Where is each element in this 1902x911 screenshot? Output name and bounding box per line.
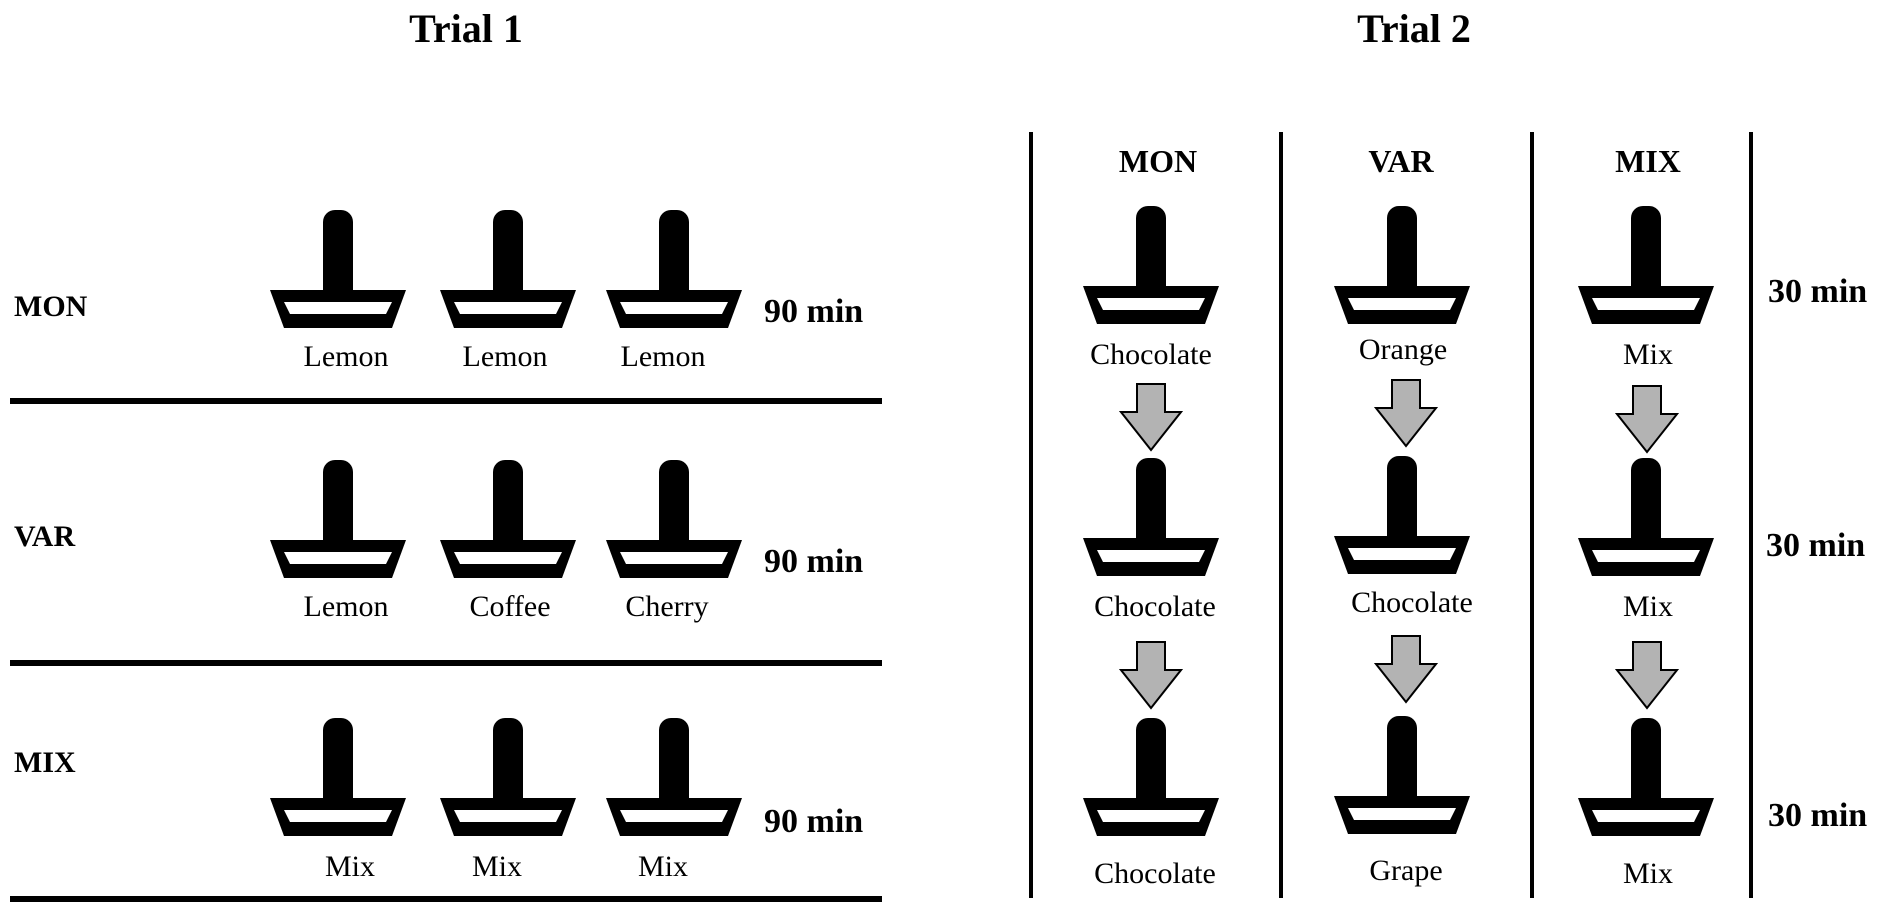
trial2-title: Trial 2 bbox=[1357, 6, 1471, 51]
column-divider bbox=[1279, 132, 1283, 898]
trial1-flavor-label: Coffee bbox=[469, 590, 550, 623]
trial1-flavor-label: Mix bbox=[638, 850, 688, 883]
feeder-icon bbox=[270, 210, 406, 328]
feeder-icon bbox=[270, 460, 406, 578]
trial2-flavor-label: Mix bbox=[1623, 857, 1673, 890]
column-divider bbox=[1749, 132, 1753, 898]
trial2-column-label-var: VAR bbox=[1368, 143, 1434, 179]
feeder-icon bbox=[1334, 716, 1470, 834]
trial1-flavor-label: Lemon bbox=[463, 340, 548, 373]
trial1-flavor-label: Mix bbox=[472, 850, 522, 883]
trial2-column-label-mon: MON bbox=[1119, 143, 1197, 179]
feeder-icon bbox=[440, 460, 576, 578]
trial2-duration: 30 min bbox=[1768, 797, 1867, 834]
down-arrow-icon bbox=[1616, 641, 1678, 709]
row-divider bbox=[10, 398, 882, 404]
feeder-icon bbox=[1578, 206, 1714, 324]
trial1-duration: 90 min bbox=[764, 293, 863, 330]
feeder-icon bbox=[1083, 718, 1219, 836]
trial2-flavor-label: Chocolate bbox=[1090, 338, 1212, 371]
trial1-title: Trial 1 bbox=[409, 6, 523, 51]
trial2-duration: 30 min bbox=[1766, 527, 1865, 564]
feeder-icon bbox=[1334, 206, 1470, 324]
feeder-icon bbox=[440, 718, 576, 836]
trial2-flavor-label: Chocolate bbox=[1094, 857, 1216, 890]
down-arrow-icon bbox=[1375, 635, 1437, 703]
down-arrow-icon bbox=[1616, 385, 1678, 453]
column-divider bbox=[1530, 132, 1534, 898]
feeder-icon bbox=[1334, 456, 1470, 574]
down-arrow-icon bbox=[1120, 383, 1182, 451]
trial2-flavor-label: Chocolate bbox=[1094, 590, 1216, 623]
trial2-flavor-label: Mix bbox=[1623, 590, 1673, 623]
trial1-duration: 90 min bbox=[764, 543, 863, 580]
feeder-icon bbox=[440, 210, 576, 328]
trial1-flavor-label: Lemon bbox=[304, 590, 389, 623]
trial1-flavor-label: Lemon bbox=[304, 340, 389, 373]
feeder-icon bbox=[606, 210, 742, 328]
column-divider bbox=[1029, 132, 1033, 898]
trial2-flavor-label: Grape bbox=[1369, 854, 1442, 887]
trial1-row-label-mix: MIX bbox=[14, 746, 76, 779]
feeder-icon bbox=[270, 718, 406, 836]
row-divider bbox=[10, 660, 882, 666]
trial2-flavor-label: Orange bbox=[1359, 333, 1447, 366]
down-arrow-icon bbox=[1375, 379, 1437, 447]
trial1-flavor-label: Lemon bbox=[621, 340, 706, 373]
feeder-icon bbox=[606, 460, 742, 578]
trial1-duration: 90 min bbox=[764, 803, 863, 840]
feeder-icon bbox=[1083, 206, 1219, 324]
trial2-flavor-label: Mix bbox=[1623, 338, 1673, 371]
trial2-column-label-mix: MIX bbox=[1615, 143, 1681, 179]
feeder-icon bbox=[1578, 718, 1714, 836]
trial2-duration: 30 min bbox=[1768, 273, 1867, 310]
feeder-icon bbox=[1083, 458, 1219, 576]
trial1-flavor-label: Mix bbox=[325, 850, 375, 883]
row-divider bbox=[10, 896, 882, 902]
trial2-flavor-label: Chocolate bbox=[1351, 586, 1473, 619]
down-arrow-icon bbox=[1120, 641, 1182, 709]
feeder-icon bbox=[1578, 458, 1714, 576]
trial1-flavor-label: Cherry bbox=[625, 590, 708, 623]
trial1-row-label-var: VAR bbox=[14, 520, 75, 553]
feeder-icon bbox=[606, 718, 742, 836]
trial1-row-label-mon: MON bbox=[14, 290, 88, 323]
